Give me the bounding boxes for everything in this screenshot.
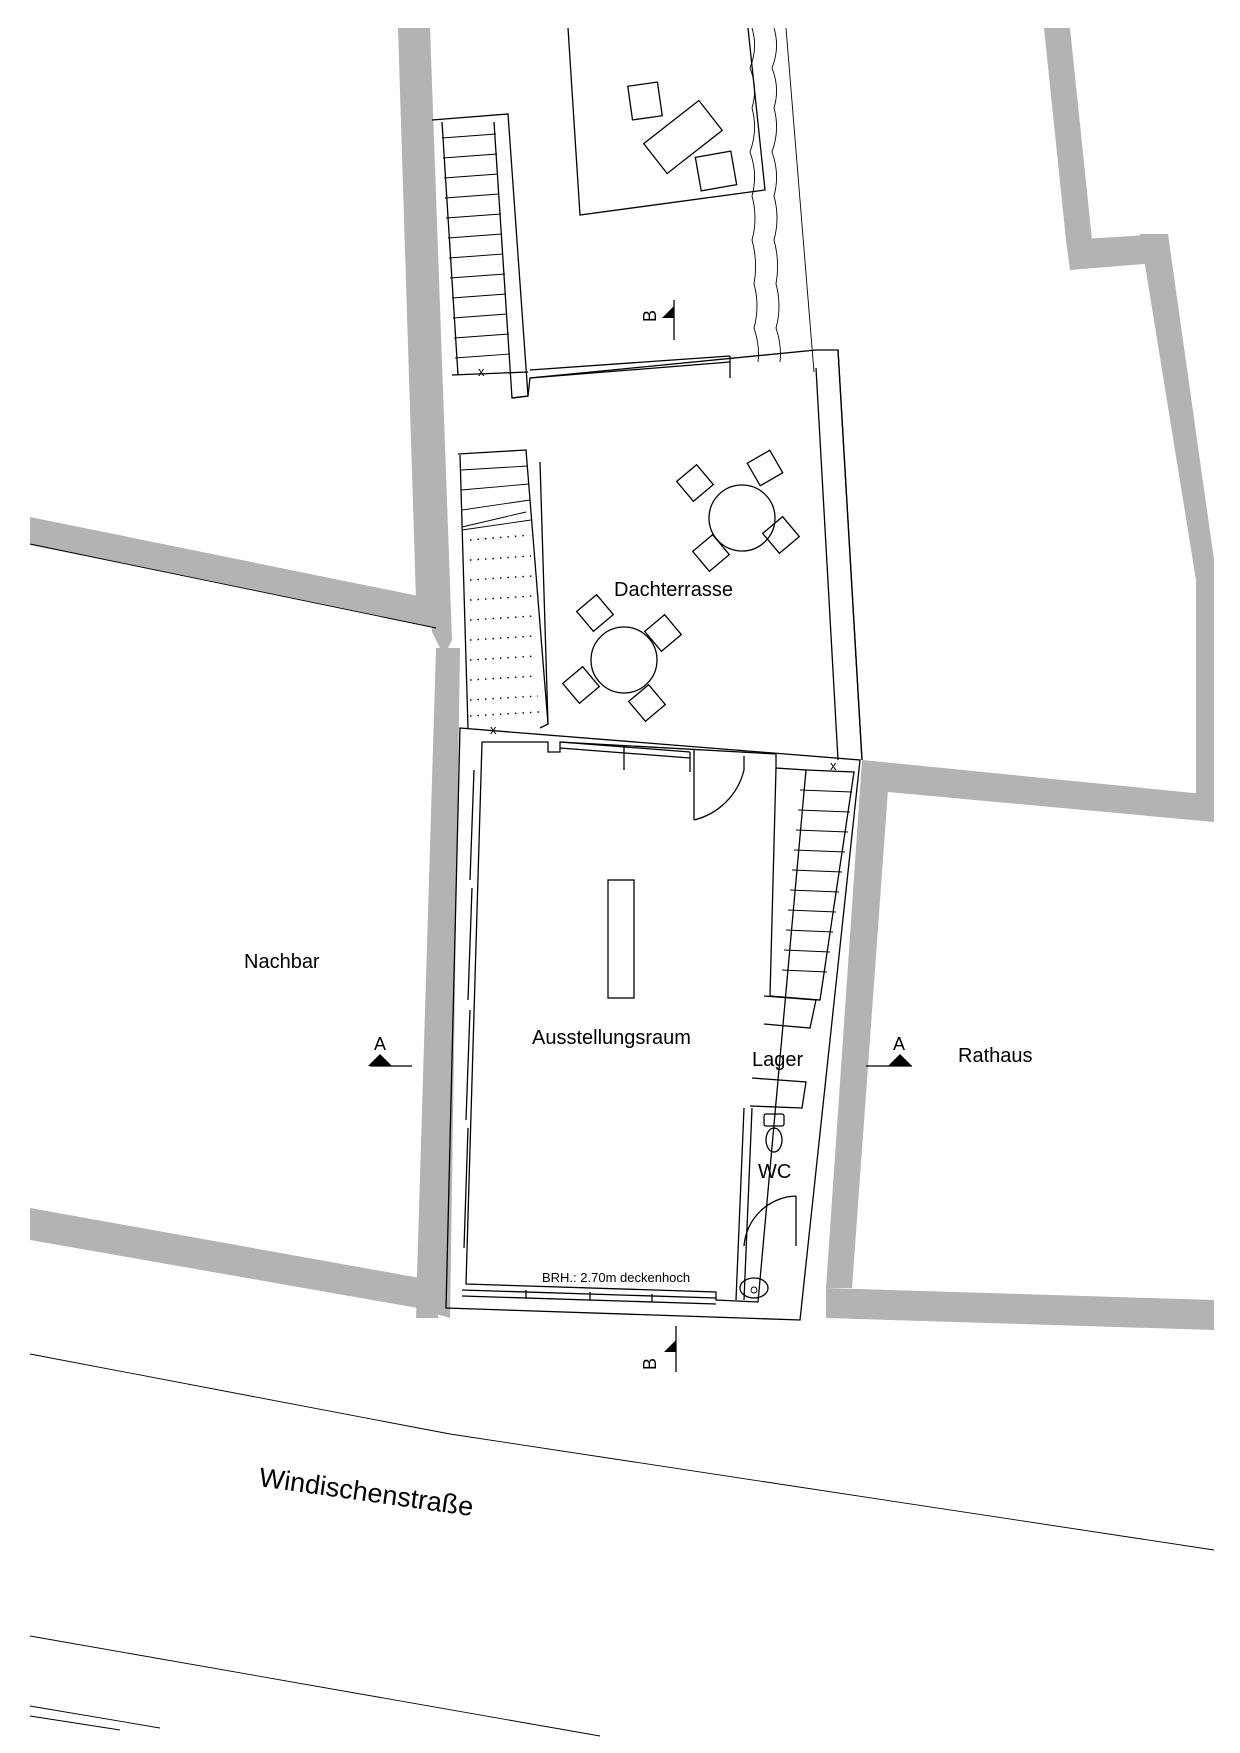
- terrace-stairs-dotted: [469, 534, 540, 717]
- lower-left-wall: [30, 1208, 420, 1308]
- storage-wc-partitions: [735, 995, 817, 1301]
- right-middle-wall: [862, 760, 1214, 822]
- neighbour-left-label: Nachbar: [244, 951, 320, 973]
- terrace-table-lower: [561, 593, 683, 723]
- interior-stairs: [769, 767, 855, 1001]
- svg-text:x: x: [830, 758, 837, 773]
- exhibition-room-label: Ausstellungsraum: [532, 1027, 691, 1049]
- right-lower-wall: [826, 760, 888, 1288]
- svg-text:x: x: [478, 364, 485, 379]
- lower-right-wall: [826, 1288, 1214, 1330]
- section-marker-a-left: A: [368, 1034, 412, 1067]
- right-wall-upper: [1044, 28, 1092, 240]
- hedge: [749, 27, 815, 373]
- section-marker-a-right: A: [866, 1034, 912, 1067]
- left-lower-wall: [416, 648, 460, 1318]
- front-windows: [461, 1289, 717, 1305]
- wc-label: WC: [758, 1161, 791, 1183]
- left-windows: [463, 769, 475, 1249]
- section-a-left-label: A: [374, 1034, 386, 1054]
- section-a-right-label: A: [893, 1034, 905, 1054]
- neighbour-right-label: Rathaus: [958, 1045, 1033, 1067]
- svg-text:x: x: [490, 722, 497, 737]
- street-name-label: Windischenstraße: [257, 1462, 475, 1522]
- street: [29, 1353, 1215, 1737]
- storage-label: Lager: [752, 1049, 803, 1071]
- terrace-table-upper: [675, 449, 801, 573]
- section-marker-b-top: B: [640, 300, 675, 340]
- roof-terrace-label: Dachterrasse: [614, 579, 733, 601]
- section-b-bottom-label: B: [640, 1358, 660, 1370]
- display-table: [607, 879, 635, 999]
- building-outline: [431, 27, 863, 1321]
- section-marker-b-bottom: B: [640, 1326, 677, 1372]
- interior-door: [693, 750, 745, 821]
- right-wall-long: [1140, 234, 1214, 820]
- section-b-top-label: B: [640, 310, 660, 322]
- room-height-note: BRH.: 2.70m deckenhoch: [542, 1270, 690, 1285]
- upper-stairs: [441, 133, 511, 359]
- neighbour-walls: [30, 28, 1214, 1330]
- terrace-stairs: [460, 465, 532, 531]
- left-party-wall-upper: [398, 28, 440, 600]
- upper-left-wall: [30, 517, 438, 628]
- garden-furniture: [627, 81, 738, 192]
- terrace-windows: [559, 741, 691, 772]
- stair-markers: x x x: [478, 364, 837, 773]
